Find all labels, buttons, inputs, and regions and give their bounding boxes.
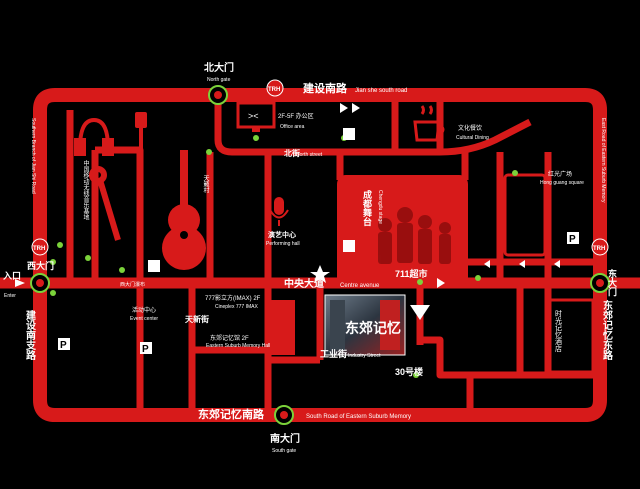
microphone-icon xyxy=(269,197,289,226)
svg-text:P: P xyxy=(569,234,576,245)
east-gate-roundabout xyxy=(590,273,610,293)
entrance-cn: 入口 xyxy=(2,271,21,281)
office-area-en: Office area xyxy=(280,124,305,130)
dongjiao-south-road-cn: 东郊记忆南路 xyxy=(198,407,265,421)
industry-street-photo: 东郊记忆 xyxy=(324,294,406,356)
svg-text:TRH: TRH xyxy=(33,246,45,252)
svg-text:P: P xyxy=(60,340,67,351)
svg-text:TRH: TRH xyxy=(268,87,280,93)
music-park-label: 中国移动无线音乐基地 xyxy=(82,159,89,220)
cultural-dining-cn: 文化餐饮 xyxy=(458,124,482,132)
event-center-en: Event center xyxy=(130,316,158,322)
west-gate-cn: 西大门 xyxy=(27,260,54,271)
event-center-cn: 活动中心 xyxy=(132,306,156,314)
jianshe-branch-road-cn: 建设南支路 xyxy=(24,309,37,361)
trh-badge-east: TRH xyxy=(591,238,609,256)
monitor-icon: >< xyxy=(236,101,276,132)
guitar-icon xyxy=(162,150,206,270)
memory-hall-en: Eastern Suburb Memory Hall xyxy=(206,343,270,349)
headphones-icon xyxy=(74,117,114,156)
svg-text:><: >< xyxy=(248,111,259,121)
north-gate-cn: 北大门 xyxy=(204,61,234,74)
memory-sign-text: 东郊记忆 xyxy=(345,320,401,336)
building30: 30号楼 xyxy=(395,366,423,377)
cultural-dining-en: Cultural Dining xyxy=(456,135,489,141)
jianshe-branch-road-en: Southern Branch of Jian Shi Road xyxy=(30,118,36,194)
dongjiao-east-road-cn: 东郊记忆东路 xyxy=(601,299,613,361)
svg-text:TRH: TRH xyxy=(593,246,605,252)
performing-hall-en: Performing hall xyxy=(266,241,300,247)
east-gate-cn: 东大门 xyxy=(607,268,617,297)
wrench-icon xyxy=(89,166,121,241)
memory-hall-cn: 东郊记忆馆 2F xyxy=(210,334,249,342)
star-icon xyxy=(310,265,330,283)
restroom-icon-west xyxy=(148,260,160,272)
central-avenue-en: Centre avenue xyxy=(340,283,380,289)
imax-en: Cineplex 777 IMAX xyxy=(215,304,258,310)
direction-arrows xyxy=(15,103,560,320)
imax-cn: 777影立方(IMAX) 2F xyxy=(205,294,261,302)
tianxin-street: 天新街 xyxy=(185,314,209,324)
chengdu-stage-figures xyxy=(378,207,451,264)
tianlai-label: 天籁村 xyxy=(202,175,209,193)
outer-ring-road xyxy=(33,88,607,422)
west-gate-roundabout xyxy=(30,273,50,293)
chengdu-stage-en: Chengdu stage xyxy=(377,190,383,224)
hongguang-square-en: Hong guang square xyxy=(540,180,584,186)
south-gate-en: South gate xyxy=(272,448,296,454)
north-street-cn: 北街 xyxy=(284,148,300,158)
performing-hall-cn: 演艺中心 xyxy=(268,230,296,239)
parking-icon-center: P xyxy=(140,342,152,355)
restroom-icon-stage xyxy=(343,240,355,252)
coffee-cup-icon xyxy=(413,105,445,142)
west-gate-waterfall: 西大门瀑布 xyxy=(120,281,145,288)
hongguang-square-cn: 红光广场 xyxy=(548,170,572,178)
industry-street-cn: 工业街 xyxy=(320,348,347,359)
shop-icon xyxy=(343,215,351,223)
plaza-blocks xyxy=(270,173,595,374)
south-gate-roundabout xyxy=(274,405,294,425)
north-gate-en: North gate xyxy=(207,77,231,83)
svg-text:P: P xyxy=(142,344,149,355)
trh-badge-north: TRH xyxy=(266,79,284,97)
restroom-icon-north xyxy=(343,128,355,140)
parking-icon-west: P xyxy=(58,338,70,351)
hotel-label: 时光记忆酒店 xyxy=(555,309,563,353)
central-avenue-cn: 中央大道 xyxy=(284,277,324,290)
jianshe-south-road-cn: 建设南路 xyxy=(303,81,348,95)
dongjiao-east-road-en: East Road of Eastern Suburb Memory xyxy=(600,118,606,203)
dongjiao-south-road-en: South Road of Eastern Suburb Memory xyxy=(306,414,411,420)
trh-badge-west: TRH xyxy=(31,238,49,256)
labels: 北大门 North gate 南大门 South gate 西大门 东大门 入口… xyxy=(2,61,617,454)
industry-street-en: Industry Street xyxy=(348,353,381,359)
entrance-en: Enter xyxy=(4,293,16,299)
chengdu-stage-cn: 成都舞台 xyxy=(362,189,373,227)
parking-icon-east: P xyxy=(567,232,579,245)
north-gate-roundabout xyxy=(208,85,228,105)
store-711: 711超市 xyxy=(395,268,428,279)
jianshe-south-road-en: Jian she south road xyxy=(355,88,407,94)
south-gate-cn: 南大门 xyxy=(270,432,300,445)
office-area-cn: 2F-5F 办公区 xyxy=(278,112,314,120)
north-street-en: North street xyxy=(296,152,323,158)
usb-plug-icon xyxy=(135,112,147,150)
